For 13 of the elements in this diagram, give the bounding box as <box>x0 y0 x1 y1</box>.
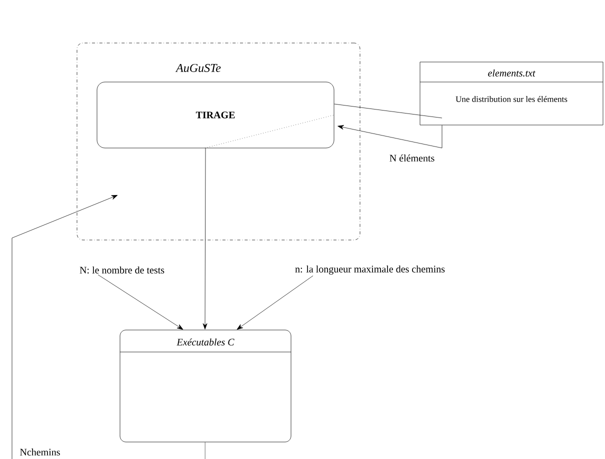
edge-label: N éléments <box>388 153 436 163</box>
arrow <box>338 125 442 148</box>
arrow <box>202 148 208 330</box>
arrow <box>12 195 118 459</box>
input-label: N: le nombre de tests <box>80 266 164 274</box>
group-title: AuGuSTe <box>175 64 221 72</box>
edge-label: Nchemins <box>18 447 62 457</box>
process-box: TIRAGE <box>96 82 334 148</box>
file-box: Exécutables C <box>120 330 292 442</box>
arrow <box>98 274 184 330</box>
input-label: n: la longueur maximale des chemins <box>295 265 445 275</box>
arrow <box>236 276 314 330</box>
file-box: elements.txt Une distribution sur les éléments <box>420 62 604 126</box>
